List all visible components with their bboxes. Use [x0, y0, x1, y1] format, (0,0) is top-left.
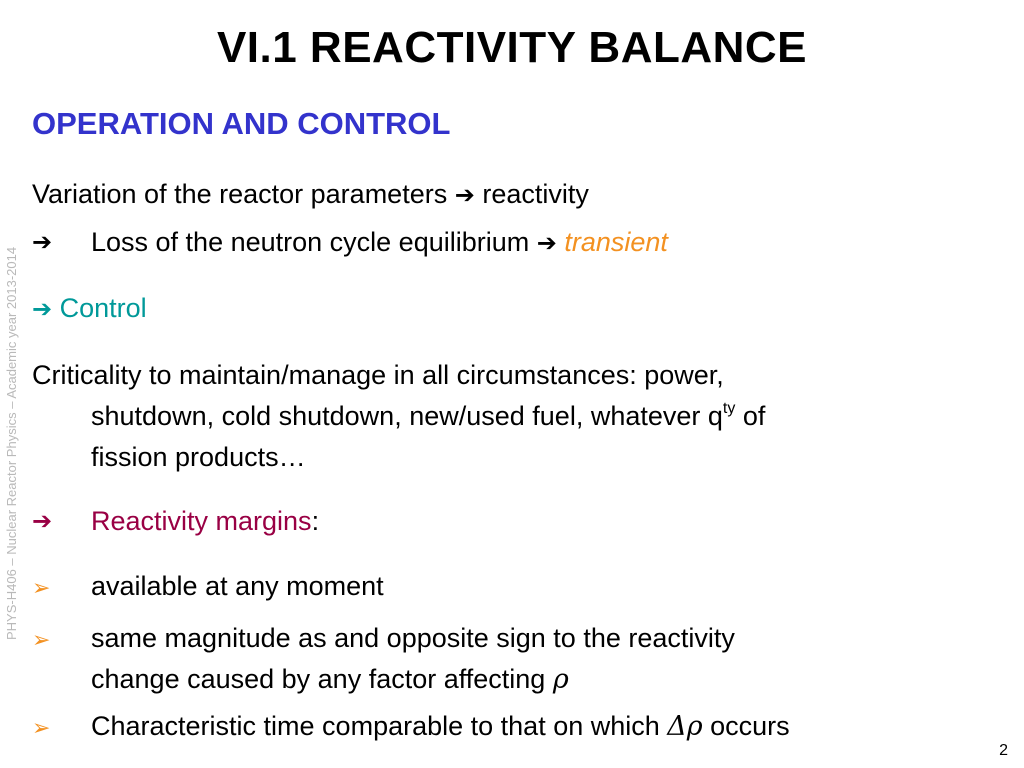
variation-tail: reactivity [474, 179, 589, 209]
criticality-paragraph: Criticality to maintain/manage in all ci… [32, 355, 765, 478]
equilibrium-line: ➔ Loss of the neutron cycle equilibrium … [32, 224, 668, 261]
control-text: Control [52, 293, 147, 323]
bullet-item: ➢ same magnitude as and opposite sign to… [32, 618, 735, 700]
bullet-3-tail: occurs [702, 711, 790, 741]
margins-colon: : [311, 506, 320, 536]
course-side-label: PHYS-H406 – Nuclear Reactor Physics – Ac… [4, 246, 19, 640]
criticality-line-1: Criticality to maintain/manage in all ci… [32, 360, 724, 390]
section-subtitle: OPERATION AND CONTROL [32, 106, 451, 141]
bullet-1-text: available at any moment [91, 571, 384, 601]
criticality-line-2-text: shutdown, cold shutdown, new/used fuel, … [91, 401, 723, 431]
criticality-superscript: ty [722, 400, 736, 417]
variation-line: Variation of the reactor parameters ➔ re… [32, 176, 589, 213]
bullet-item: ➢ available at any moment [32, 568, 384, 604]
transient-highlight: transient [564, 227, 668, 257]
arrow-icon: ➔ [454, 181, 475, 209]
bullet-item: ➢ Characteristic time comparable to that… [32, 708, 790, 745]
margins-line: ➔ Reactivity margins: [32, 503, 319, 539]
criticality-line-2-tail: of [735, 401, 766, 431]
page-number: 2 [999, 742, 1008, 759]
bullet-2-line-2: change caused by any factor affecting [91, 664, 553, 694]
arrow-icon: ➔ [32, 507, 53, 535]
chevron-bullet-icon: ➢ [32, 576, 51, 601]
margins-label: Reactivity margins [91, 506, 312, 536]
arrow-icon: ➔ [32, 228, 53, 256]
control-line: ➔ Control [32, 290, 147, 327]
criticality-line-3: fission products… [91, 442, 306, 472]
slide-title: VI.1 REACTIVITY BALANCE [216, 23, 808, 72]
variation-text: Variation of the reactor parameters [32, 179, 455, 209]
bullet-2-line-1: same magnitude as and opposite sign to t… [91, 623, 735, 653]
arrow-icon: ➔ [536, 229, 557, 257]
equilibrium-text: Loss of the neutron cycle equilibrium [91, 227, 537, 257]
bullet-3-text: Characteristic time comparable to that o… [91, 711, 668, 741]
delta-symbol: Δ [667, 711, 687, 742]
arrow-icon: ➔ [32, 295, 53, 323]
chevron-bullet-icon: ➢ [32, 628, 51, 653]
rho-symbol: ρ [686, 711, 703, 742]
criticality-line-2: shutdown, cold shutdown, new/used fuel, … [91, 396, 765, 437]
chevron-bullet-icon: ➢ [32, 716, 51, 741]
rho-symbol: ρ [552, 664, 569, 695]
